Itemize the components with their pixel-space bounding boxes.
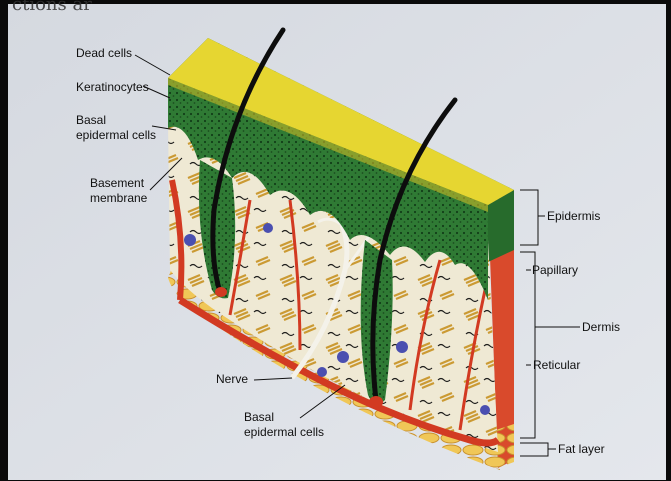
cell xyxy=(317,367,327,377)
hair-bulb xyxy=(369,396,383,408)
hair-bulb xyxy=(215,287,227,297)
label-basal-epidermal-top-1: Basal xyxy=(76,113,106,127)
label-basal-epidermal-bottom-1: Basal xyxy=(244,410,274,424)
label-basement-membrane-1: Basement xyxy=(90,176,144,190)
page-text-fragment: ctions ar xyxy=(12,0,92,15)
label-nerve: Nerve xyxy=(216,372,248,386)
label-basement-membrane-2: membrane xyxy=(90,191,147,205)
cell xyxy=(184,234,196,246)
label-basal-epidermal-bottom-2: epidermal cells xyxy=(244,425,324,439)
label-epidermis: Epidermis xyxy=(547,209,600,223)
cell xyxy=(480,405,490,415)
label-basal-epidermal-top-2: epidermal cells xyxy=(76,128,156,142)
label-papillary: Papillary xyxy=(532,263,578,277)
label-dead-cells: Dead cells xyxy=(76,46,132,60)
label-reticular: Reticular xyxy=(533,358,580,372)
label-dermis: Dermis xyxy=(582,320,620,334)
cell xyxy=(337,351,349,363)
label-keratinocytes: Keratinocytes xyxy=(76,80,149,94)
label-fat-layer: Fat layer xyxy=(558,442,605,456)
cell xyxy=(263,223,273,233)
cell xyxy=(396,341,408,353)
